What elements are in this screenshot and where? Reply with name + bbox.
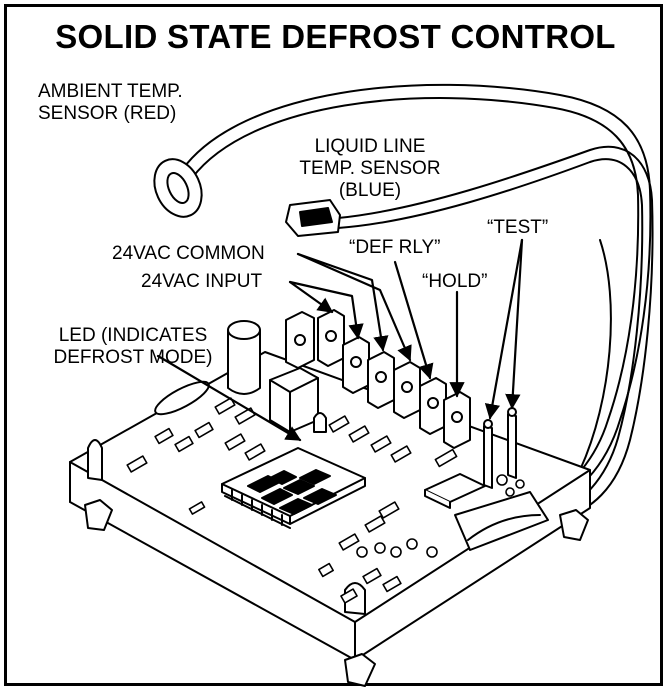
diagram-frame [4, 4, 663, 686]
ic-chip [221, 447, 366, 529]
spade-terminals [285, 309, 471, 449]
def-rly-label: “DEF RLY” [349, 237, 441, 258]
common-label: 24VAC COMMON [112, 243, 265, 264]
liquid-sensor-label-line2: TEMP. SENSOR [299, 158, 441, 179]
ambient-sensor-label-line1: AMBIENT TEMP. [38, 81, 183, 102]
test-label: “TEST” [487, 217, 549, 238]
test-pins [483, 407, 517, 489]
ambient-sensor-label-line2: SENSOR (RED) [38, 103, 177, 124]
liquid-sensor-label-line3: (BLUE) [338, 180, 402, 201]
led-icon [313, 412, 327, 433]
board-connector [454, 491, 549, 551]
leader-lines [156, 238, 524, 442]
small-components [126, 397, 525, 604]
ambient-sensor-icon [153, 158, 203, 218]
small-ic [424, 473, 486, 509]
led-label-line2: DEFROST MODE) [53, 347, 213, 368]
liquid-sensor-label-line1: LIQUID LINE [314, 136, 426, 157]
capacitor [227, 320, 261, 395]
hold-label: “HOLD” [422, 271, 488, 292]
liquid-line-sensor-icon [285, 199, 341, 237]
relay [269, 367, 319, 433]
input-label: 24VAC INPUT [141, 271, 263, 292]
resistor [154, 380, 210, 416]
sensor-cables [181, 83, 654, 521]
board-standoffs [84, 439, 589, 687]
led-label-line1: LED (INDICATES [58, 325, 208, 346]
diagram-title: SOLID STATE DEFROST CONTROL [55, 18, 616, 55]
